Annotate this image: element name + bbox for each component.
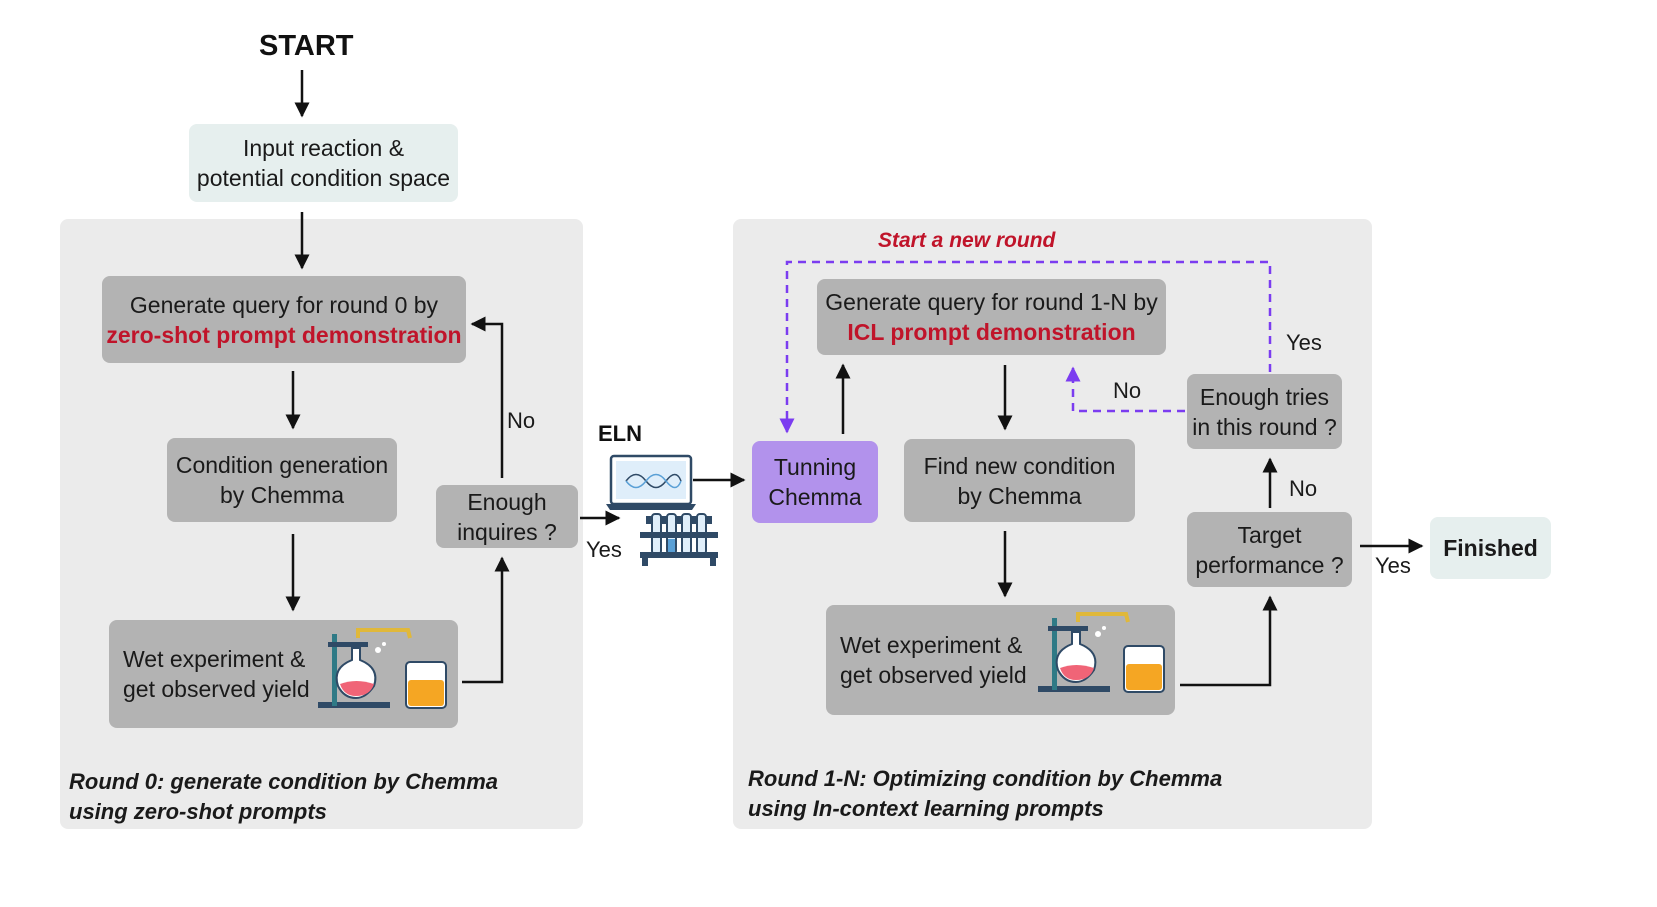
roundN-query-line2: ICL prompt demonstration [847,319,1136,345]
round0-query-box: Generate query for round 0 by zero-shot … [102,276,466,363]
laptop-icon [606,454,696,510]
input-line1: Input reaction & [242,135,405,161]
condition-generation-box: Condition generation by Chemma [167,438,397,522]
roundN-caption-line2: using In-context learning prompts [748,796,1104,821]
round0-wet-line1: Wet experiment & [123,646,306,672]
input-line2: potential condition space [196,165,451,191]
cond-line1: Condition generation [175,452,389,478]
roundN-yes-finish-label: Yes [1375,553,1411,578]
finished-box: Finished [1430,517,1551,579]
roundN-wet-line1: Wet experiment & [840,632,1023,658]
find-line1: Find new condition [923,452,1116,479]
arrow-wet-to-enough [462,556,510,684]
arrow-enough-to-query [470,316,504,478]
eln-label: ELN [598,421,642,446]
roundN-query-box: Generate query for round 1-N by ICL prom… [817,279,1166,355]
tuning-chemma-box: Tunning Chemma [752,441,878,523]
roundN-query-line1: Generate query for round 1-N by [825,289,1158,315]
tries-line2: in this round ? [1192,413,1337,440]
enough-line2: inquires ? [457,518,557,545]
round0-wet-experiment-box: Wet experiment & get observed yield [109,620,458,728]
lab-apparatus-icon-2 [1038,612,1165,693]
cond-line2: by Chemma [220,482,344,508]
test-tube-rack-icon [640,513,718,566]
roundN-caption-line1: Round 1-N: Optimizing condition by Chemm… [748,766,1223,791]
roundN-no-dashed-label: No [1113,378,1142,403]
target-performance-box: Target performance ? [1187,512,1352,587]
round0-caption-line1: Round 0: generate condition by Chemma [69,769,499,794]
tries-line1: Enough tries [1199,383,1330,410]
roundN-caption: Round 1-N: Optimizing condition by Chemm… [748,764,1222,824]
roundN-wet-line2: get observed yield [840,662,1027,688]
round0-yes-label: Yes [586,537,622,562]
dashed-start-new-round [779,260,1272,434]
start-label: START [259,30,354,62]
lab-apparatus-icon [318,628,447,709]
roundN-no-target-label: No [1289,476,1318,501]
round0-wet-line2: get observed yield [123,676,310,702]
roundN-yes-top-label: Yes [1286,330,1322,355]
tuning-line1: Tunning [773,454,857,480]
target-line2: performance ? [1195,551,1344,578]
round0-query-line1: Generate query for round 0 by [129,291,439,318]
find-line2: by Chemma [957,482,1082,509]
enough-line1: Enough [467,488,547,515]
round0-query-line2: zero-shot prompt demonstration [106,321,462,348]
round0-caption-line2: using zero-shot prompts [69,799,327,824]
start-new-round-label: Start a new round [878,229,1056,252]
round0-no-label: No [507,408,536,433]
arrow-wet-to-target [1180,595,1278,687]
enough-inquires-box: Enough inquires ? [436,485,578,548]
enough-tries-box: Enough tries in this round ? [1187,374,1342,449]
tuning-line2: Chemma [768,484,862,510]
finished-text: Finished [1443,535,1538,561]
roundN-wet-experiment-box: Wet experiment & get observed yield [826,605,1175,715]
input-reaction-box: Input reaction & potential condition spa… [189,124,458,202]
find-new-condition-box: Find new condition by Chemma [904,439,1135,522]
dashed-no-retry [1065,366,1185,413]
target-line1: Target [1237,521,1302,548]
round0-caption: Round 0: generate condition by Chemma us… [69,767,498,827]
